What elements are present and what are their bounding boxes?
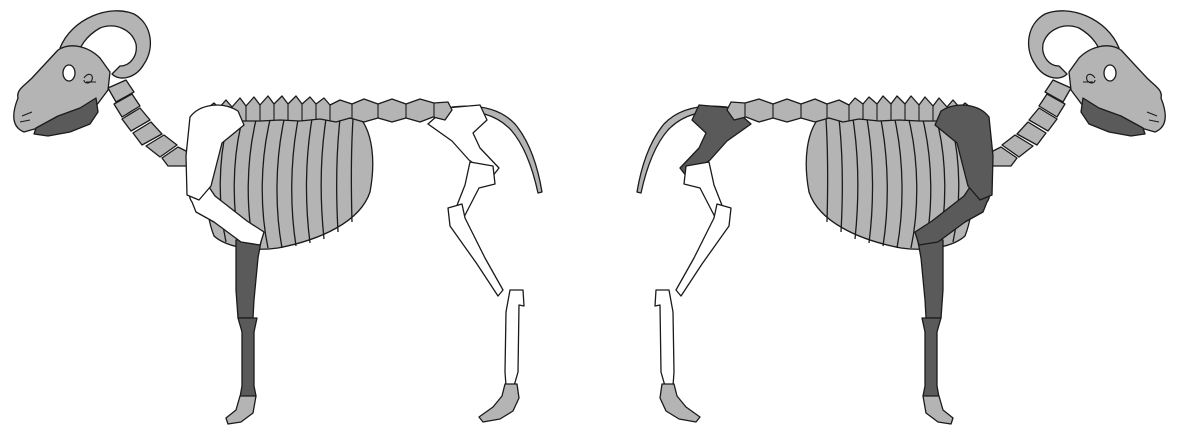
- radius-ulna: [236, 236, 262, 318]
- skeleton-right: [637, 11, 1165, 424]
- metatarsal: [505, 290, 524, 386]
- cervical-vertebrae: [108, 80, 192, 166]
- tibia: [676, 204, 731, 296]
- front-phalanges: [226, 396, 256, 424]
- orbit: [1104, 65, 1116, 81]
- radius-ulna: [917, 236, 943, 318]
- hind-phalanges: [479, 384, 519, 422]
- skeleton-left: [14, 11, 542, 424]
- cervical-vertebrae: [987, 80, 1071, 166]
- orbit: [63, 65, 75, 81]
- metatarsal: [655, 290, 674, 386]
- front-phalanges: [923, 396, 953, 424]
- metacarpal: [238, 318, 257, 397]
- tibia: [448, 204, 503, 296]
- metacarpal: [922, 318, 941, 397]
- hind-phalanges: [660, 384, 700, 422]
